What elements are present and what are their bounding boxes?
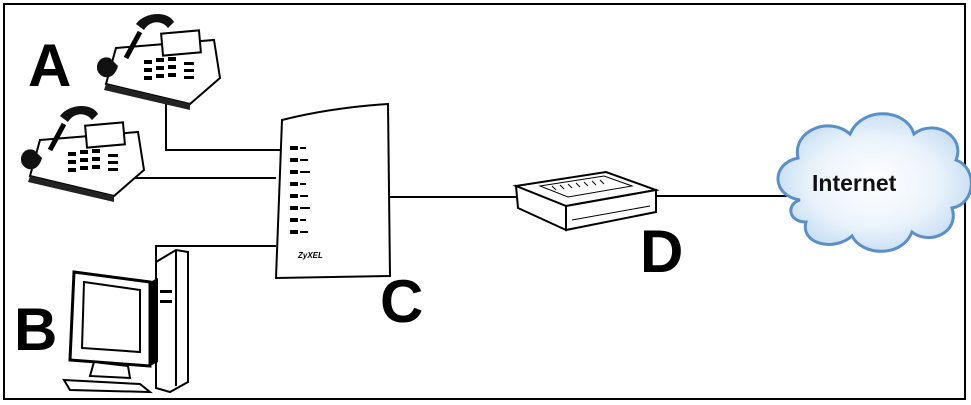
desk-phone-icon	[20, 105, 146, 202]
desktop-computer-icon	[62, 248, 189, 394]
modem-icon	[512, 170, 660, 232]
label-a: A	[28, 32, 72, 99]
label-c: C	[380, 268, 424, 335]
device-brand-label: ZyXEL	[298, 251, 323, 260]
desk-phone-icon	[96, 13, 222, 110]
voip-gateway-icon	[274, 102, 392, 280]
label-d: D	[640, 218, 684, 285]
line-phone-a-to-gateway	[165, 104, 282, 151]
internet-cloud-icon	[776, 112, 971, 253]
label-b: B	[14, 296, 58, 363]
connection-lines	[120, 104, 790, 272]
internet-label: Internet	[812, 170, 897, 196]
